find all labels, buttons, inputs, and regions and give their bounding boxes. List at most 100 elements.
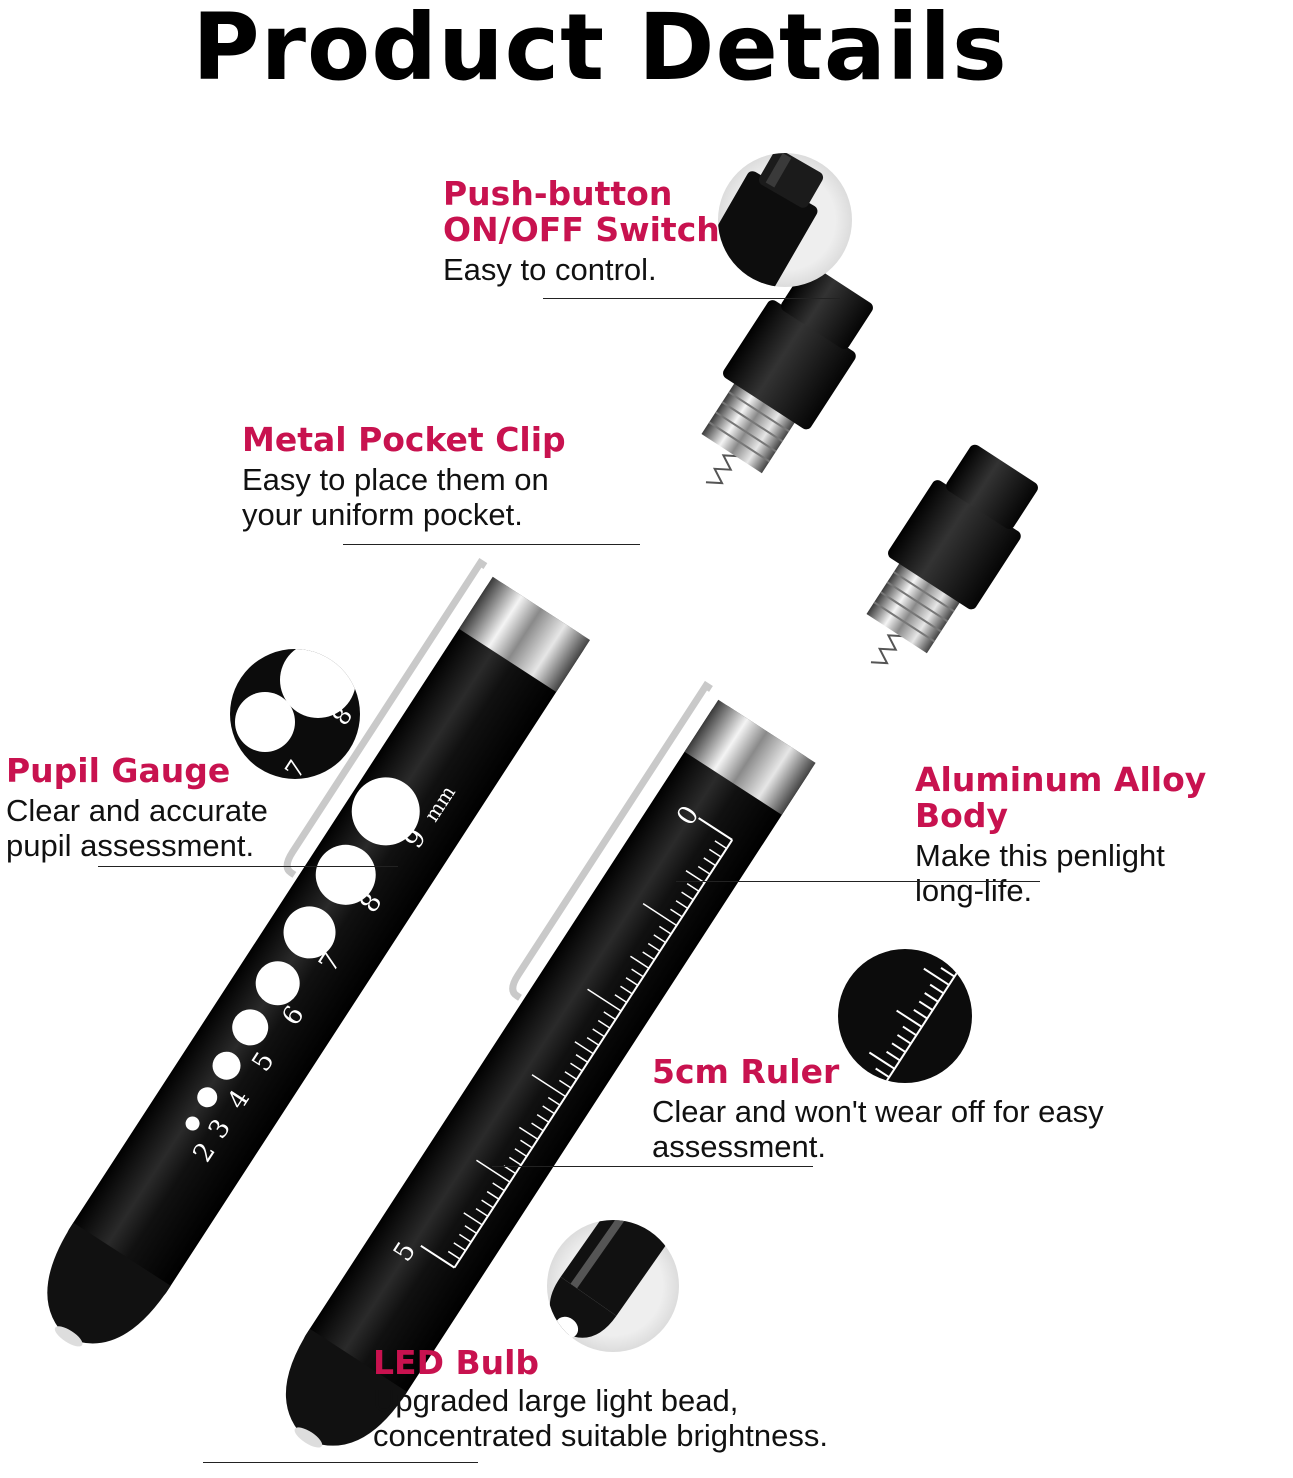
- callout-ruler-description-2: assessment.: [652, 1129, 827, 1164]
- ruler-tick: [698, 817, 733, 841]
- ruler-tick: [685, 870, 705, 884]
- ruler-tick: [625, 977, 639, 986]
- ruler-tick: [520, 1139, 533, 1149]
- page-title: Product Details: [192, 0, 1008, 101]
- zoom-ruler-tick: [896, 1034, 912, 1045]
- callout-pupil-gauge: Pupil Gauge Clear and accurate pupil ass…: [6, 751, 268, 864]
- ruler-tick: [642, 903, 678, 927]
- callout-ruler-description: Clear and won't wear off for easy: [652, 1094, 1104, 1129]
- ruler-tick: [620, 985, 633, 995]
- ruler-tick: [458, 1233, 472, 1243]
- zoom-ruler-tick: [913, 1008, 928, 1020]
- callout-led: LED Bulb Upgraded large light bead, conc…: [373, 1343, 828, 1454]
- ruler-tick: [708, 848, 722, 858]
- ruler-tick: [486, 1190, 500, 1200]
- callout-switch-description: Easy to control.: [443, 252, 657, 287]
- callout-ruler-heading: 5cm Ruler: [652, 1052, 840, 1091]
- ruler-tick: [647, 942, 661, 952]
- leader-line: [343, 544, 640, 545]
- leader-line: [203, 1462, 478, 1463]
- ruler-tick: [453, 1242, 466, 1252]
- ruler-tick: [631, 968, 644, 978]
- ruler-tick: [464, 1225, 478, 1235]
- leader-line: [98, 866, 398, 867]
- ruler-tick: [447, 1250, 461, 1260]
- callout-pupil-description-2: pupil assessment.: [6, 828, 255, 863]
- pupil-gauge-dots: [185, 777, 420, 1131]
- ruler-tick: [463, 1212, 483, 1226]
- ruler-tick: [653, 934, 666, 944]
- ruler-tick: [492, 1182, 505, 1192]
- callout-switch-heading: Push-button: [443, 174, 673, 213]
- ruler-tick: [514, 1148, 528, 1158]
- zoom-ruler-tick: [886, 1050, 901, 1062]
- ruler-tick: [670, 908, 683, 918]
- ruler-tick: [420, 1245, 455, 1269]
- leader-line: [676, 881, 1040, 882]
- callout-body-description: Make this penlight: [915, 838, 1165, 873]
- ruler-tick: [697, 865, 711, 875]
- ruler-tick: [503, 1165, 516, 1175]
- callout-body-description-2: long-life.: [915, 873, 1033, 908]
- ruler-tick: [703, 857, 716, 867]
- penlight-right: 0 5: [285, 680, 816, 1448]
- ruler-tick: [603, 1011, 616, 1021]
- zoom-ruler-tick: [929, 983, 945, 995]
- leader-line: [492, 1166, 813, 1167]
- ruler-tick: [570, 1062, 583, 1072]
- callout-clip: Metal Pocket Clip Easy to place them on …: [242, 420, 566, 533]
- leader-line: [543, 298, 840, 299]
- zoom-ruler-tick: [896, 1009, 923, 1028]
- ruler-tick: [564, 1071, 578, 1081]
- callout-clip-heading: Metal Pocket Clip: [242, 420, 566, 459]
- ruler-tick: [630, 955, 650, 969]
- zoom-led: [547, 1220, 679, 1352]
- ruler-tick: [574, 1041, 594, 1055]
- callout-led-description-2: concentrated suitable brightness.: [373, 1418, 828, 1453]
- ruler-tick: [587, 988, 622, 1012]
- zoom-ruler-tick: [956, 949, 972, 953]
- ruler-tick: [518, 1126, 539, 1140]
- ruler-tick: [508, 1156, 522, 1166]
- ruler-tick: [575, 1054, 589, 1063]
- ruler-tick: [586, 1036, 600, 1046]
- ruler-tick: [536, 1113, 550, 1123]
- ruler-tick: [558, 1079, 572, 1089]
- callout-body-heading: Aluminum Alloy Body: [915, 760, 1207, 835]
- zoom-ruler-tick: [951, 950, 966, 961]
- ruler-tick: [658, 925, 672, 935]
- ruler-tick: [675, 900, 689, 909]
- callout-led-heading: LED Bulb: [373, 1343, 540, 1382]
- callout-clip-description: Easy to place them on: [242, 462, 549, 497]
- callout-clip-description-2: your uniform pocket.: [242, 497, 523, 532]
- ruler-tick: [642, 951, 655, 961]
- zoom-ruler-tick: [875, 1067, 890, 1079]
- zoom-ruler-tick: [923, 967, 950, 986]
- zoom-ruler-tick: [902, 1025, 917, 1037]
- ruler-tick: [476, 1159, 511, 1183]
- ruler-tick: [475, 1208, 489, 1217]
- callout-body: Aluminum Alloy Body Make this penlight l…: [915, 760, 1293, 909]
- ruler-tick: [531, 1122, 544, 1132]
- zoom-ruler-tick: [868, 1051, 896, 1070]
- ruler-tick: [597, 1019, 611, 1029]
- ruler-tick: [542, 1105, 555, 1115]
- zoom-ruler-tick: [918, 1000, 934, 1011]
- callout-switch-heading-2: ON/OFF Switch: [443, 210, 720, 249]
- penlight-left-cap: [701, 264, 873, 485]
- zoom-switch: [718, 153, 852, 287]
- ruler-tick: [592, 1028, 605, 1038]
- callout-switch: Push-button ON/OFF Switch Easy to contro…: [443, 174, 720, 288]
- zoom-ruler-tick: [940, 967, 955, 978]
- ruler-tick: [531, 1074, 566, 1098]
- callout-ruler: 5cm Ruler Clear and won't wear off for e…: [652, 1052, 1104, 1165]
- zoom-ruler-tick: [891, 1042, 906, 1053]
- penlight-left: 2 3 4 5 6 7 8 9 mm: [47, 557, 591, 1347]
- ruler-tick: [681, 891, 694, 901]
- callout-led-description: Upgraded large light bead,: [373, 1383, 739, 1418]
- ruler-tick: [686, 882, 700, 892]
- callout-pupil-heading: Pupil Gauge: [6, 751, 231, 790]
- ruler-tick: [614, 994, 628, 1004]
